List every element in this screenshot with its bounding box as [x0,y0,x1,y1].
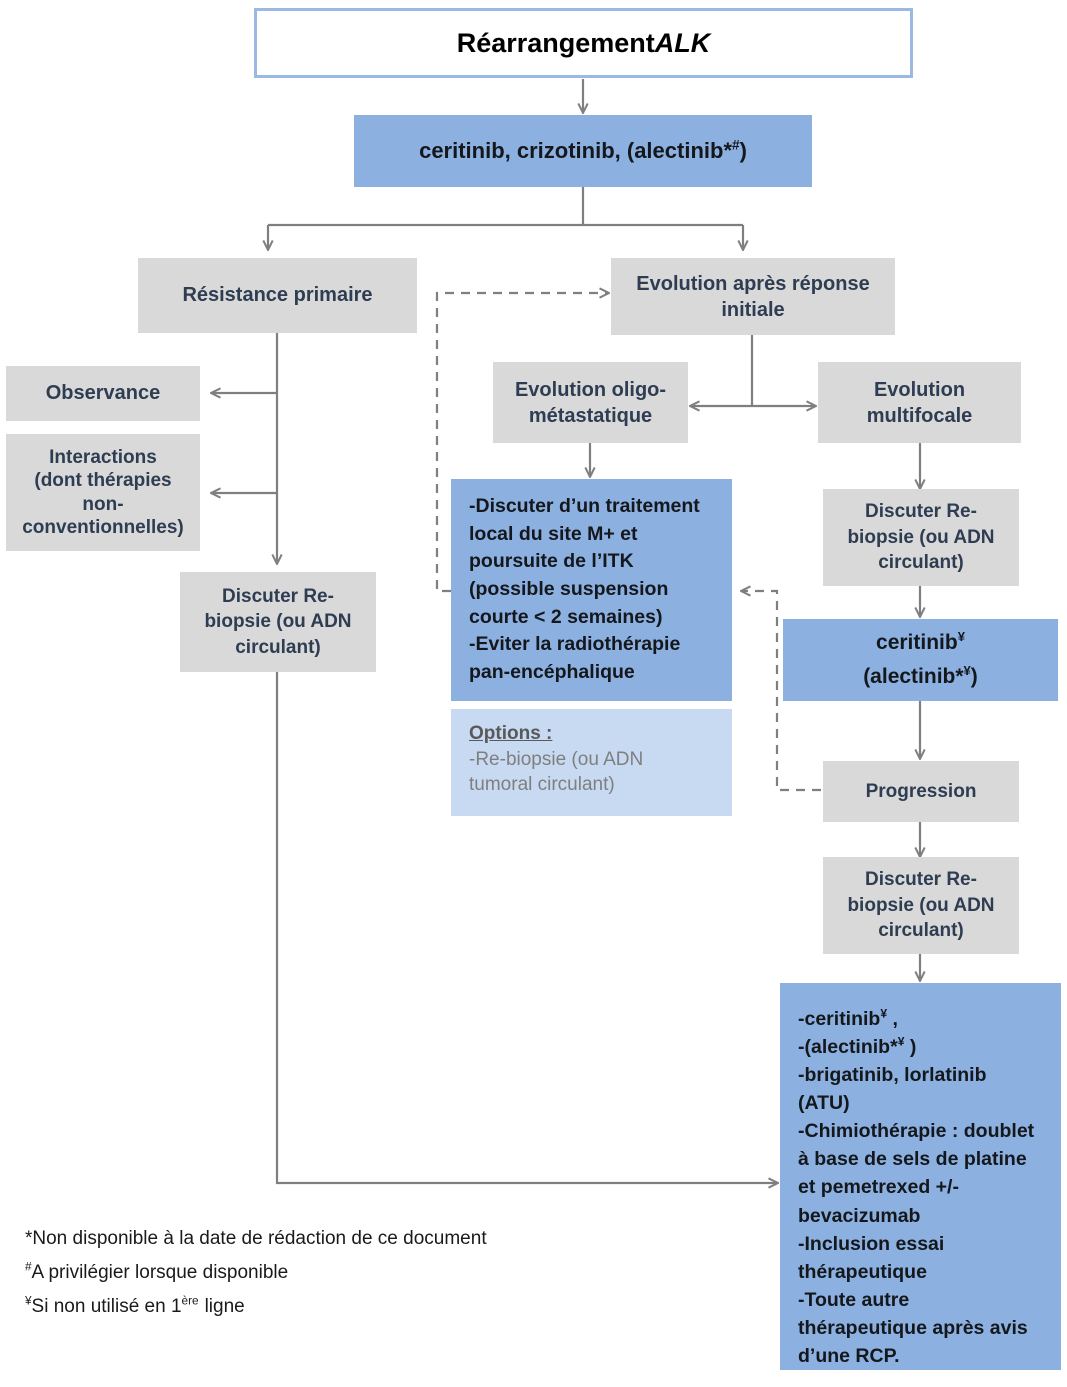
node-second-line-treatment[interactable]: ceritinib¥ (alectinib*¥) [783,619,1058,701]
later-line-a-text: -ceritinib [798,1008,881,1030]
later-line-b-text: -(alectinib* [798,1036,898,1059]
interactions-line-3: non- [82,493,124,515]
evolution-after-response-line-2: initiale [721,298,785,321]
node-rebiopsy-left[interactable]: Discuter Re- biopsie (ou ADN circulant) [180,572,376,672]
later-line-b-superscript: ¥ [897,1034,905,1049]
footnote-star: *Non disponible à la date de rédaction d… [25,1228,487,1250]
node-evolution-after-response[interactable]: Evolution après réponse initiale [611,258,895,335]
local-treatment-line-2: local du site M+ et [469,522,638,545]
wire-split-left [268,187,743,249]
local-treatment-line-5: courte < 2 semaines) [469,605,663,628]
second-line-tail: ) [970,665,978,688]
rebiopsy-left-line-3: circulant) [235,636,321,658]
node-options[interactable]: Options : -Re-biopsie (ou ADN tumoral ci… [451,709,732,816]
rebiopsy-right-line-1: Discuter Re- [865,869,977,891]
local-treatment-line-3: poursuite de l’ITK [469,550,634,573]
rebiopsy-right-line-3: circulant) [878,920,964,942]
node-later-line-options[interactable]: -ceritinib¥ , -(alectinib*¥ ) -brigatini… [780,983,1061,1370]
local-treatment-line-1: -Discuter d’un traitement [469,495,700,517]
later-line-1: -brigatinib, lorlatinib [798,1064,987,1087]
node-progression[interactable]: Progression [823,761,1019,822]
node-oligo-metastatic[interactable]: Evolution oligo- métastatique [493,362,688,443]
primary-resistance-label: Résistance primaire [182,284,373,306]
first-line-superscript: # [732,137,740,153]
page-title: Réarrangement ALK [254,8,913,78]
later-line-11: d’une RCP. [798,1344,900,1367]
footnote-yen-superscript: ¥ [25,1294,32,1308]
node-observance[interactable]: Observance [6,366,200,421]
second-line-text-1: ceritinib [876,631,958,655]
evolution-after-response-line-1: Evolution après réponse [636,272,870,295]
node-rebiopsy-right[interactable]: Discuter Re- biopsie (ou ADN circulant) [823,857,1019,954]
local-treatment-line-4: (possible suspension [469,578,669,601]
rebiopsy-middle-line-3: circulant) [878,552,964,574]
oligo-metastatic-line-2: métastatique [528,404,653,427]
later-line-7: -Inclusion essai [798,1232,945,1255]
interactions-line-4: conventionnelles) [22,516,184,538]
later-line-10: thérapeutique après avis [798,1316,1028,1339]
later-line-9: -Toute autre [798,1288,910,1311]
later-line-2: (ATU) [798,1092,850,1115]
first-line-tail: ) [739,138,747,163]
node-local-treatment[interactable]: -Discuter d’un traitement local du site … [451,479,732,701]
options-line-1: -Re-biopsie (ou ADN [469,749,644,770]
footnote-yen-pre: Si non utilisé en 1 [31,1296,182,1317]
progression-label: Progression [865,780,977,802]
footnote-hash: #A privilégier lorsque disponible [25,1260,289,1284]
multifocal-line-2: multifocale [866,404,973,427]
node-first-line-treatment[interactable]: ceritinib, crizotinib, (alectinib*#) [354,115,812,187]
footnote-yen-ordinal: ère [181,1294,199,1308]
later-line-3: -Chimiothérapie : doublet [798,1120,1035,1143]
rebiopsy-right-line-2: biopsie (ou ADN [847,894,995,916]
node-primary-resistance[interactable]: Résistance primaire [138,258,417,333]
node-multifocal[interactable]: Evolution multifocale [818,362,1021,443]
rebiopsy-left-line-1: Discuter Re- [222,585,334,607]
interactions-line-1: Interactions [49,447,157,469]
node-rebiopsy-middle[interactable]: Discuter Re- biopsie (ou ADN circulant) [823,489,1019,586]
local-treatment-line-6: -Eviter la radiothérapie [469,633,681,656]
second-line-text-2: (alectinib* [863,665,964,688]
footnote-yen: ¥Si non utilisé en 1ère ligne [25,1294,245,1318]
first-line-text: ceritinib, crizotinib, (alectinib* [419,138,733,163]
rebiopsy-left-line-2: biopsie (ou ADN [204,611,352,633]
later-line-8: thérapeutique [798,1260,927,1283]
footnote-hash-text: A privilégier lorsque disponible [31,1262,289,1283]
local-treatment-line-7: pan-encéphalique [469,661,635,684]
page-title-gene: ALK [654,27,711,58]
later-line-6: bevacizumab [798,1204,921,1227]
later-line-a-superscript: ¥ [880,1006,888,1021]
options-title: Options : [469,723,553,744]
page-title-plain: Réarrangement [456,27,655,58]
footnote-yen-post: ligne [204,1296,245,1317]
second-line-superscript-1: ¥ [957,629,965,645]
rebiopsy-middle-line-2: biopsie (ou ADN [847,526,995,548]
options-line-2: tumoral circulant) [469,774,615,796]
second-line-superscript-2: ¥ [963,663,971,678]
multifocal-line-1: Evolution [873,378,966,401]
later-line-4: à base de sels de platine [798,1148,1027,1171]
rebiopsy-middle-line-1: Discuter Re- [865,501,977,523]
node-interactions[interactable]: Interactions (dont thérapies non- conven… [6,434,200,551]
later-line-a-tail: , [887,1008,898,1030]
oligo-metastatic-line-1: Evolution oligo- [514,378,667,401]
later-line-b-tail: ) [904,1036,917,1059]
later-line-5: et pemetrexed +/- [798,1176,959,1199]
observance-label: Observance [45,382,161,404]
footnote-star-text: *Non disponible à la date de rédaction d… [25,1228,487,1249]
interactions-line-2: (dont thérapies [34,470,172,492]
footnote-hash-superscript: # [25,1260,32,1274]
